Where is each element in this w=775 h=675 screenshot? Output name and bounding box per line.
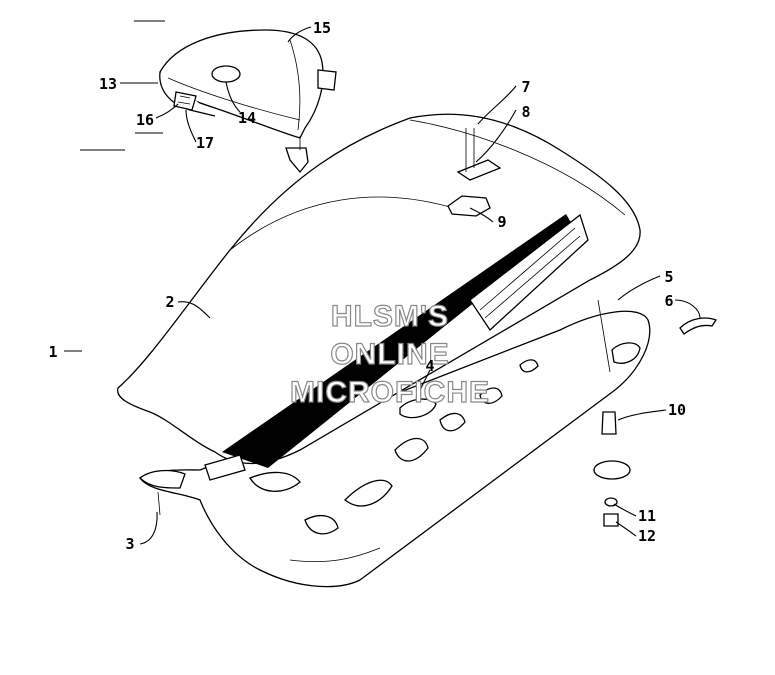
latch-plate (456, 159, 502, 181)
cotter-pin (679, 317, 718, 335)
callout-14: 14 (238, 109, 256, 127)
nut (603, 513, 619, 527)
backrest-assembly (159, 29, 337, 174)
callout-12: 12 (638, 527, 656, 545)
callout-2: 2 (165, 293, 174, 311)
callout-6: 6 (664, 292, 673, 310)
watermark-line-3: MICROFICHE (290, 376, 490, 409)
callout-17: 17 (196, 134, 214, 152)
strap-end (317, 69, 337, 91)
washer-large (593, 460, 631, 480)
backrest-button (211, 65, 241, 83)
seat-assembly (117, 113, 651, 588)
strap-buckle (173, 91, 197, 111)
pivot-bolt (601, 411, 617, 435)
watermark-line-1: HLSM'S (331, 300, 449, 333)
seat-pad (399, 398, 437, 419)
callout-3: 3 (125, 535, 134, 553)
callout-labels: 1 2 3 4 5 6 7 8 9 10 11 12 13 14 15 16 1… (48, 19, 686, 553)
callout-5: 5 (664, 268, 673, 286)
callout-7: 7 (521, 78, 530, 96)
leader-lines (64, 26, 701, 545)
callout-9: 9 (497, 213, 506, 231)
callout-10: 10 (668, 401, 686, 419)
callout-1: 1 (48, 343, 57, 361)
callout-16: 16 (136, 111, 154, 129)
callout-15: 15 (313, 19, 331, 37)
callout-4: 4 (425, 357, 434, 375)
watermark: HLSM'S ONLINE MICROFICHE (289, 299, 490, 409)
callout-8: 8 (521, 103, 530, 121)
mount-bracket (285, 147, 309, 174)
callout-13: 13 (99, 75, 117, 93)
latch-pad (447, 195, 491, 217)
callout-11: 11 (638, 507, 656, 525)
watermark-line-2: ONLINE (330, 338, 449, 371)
